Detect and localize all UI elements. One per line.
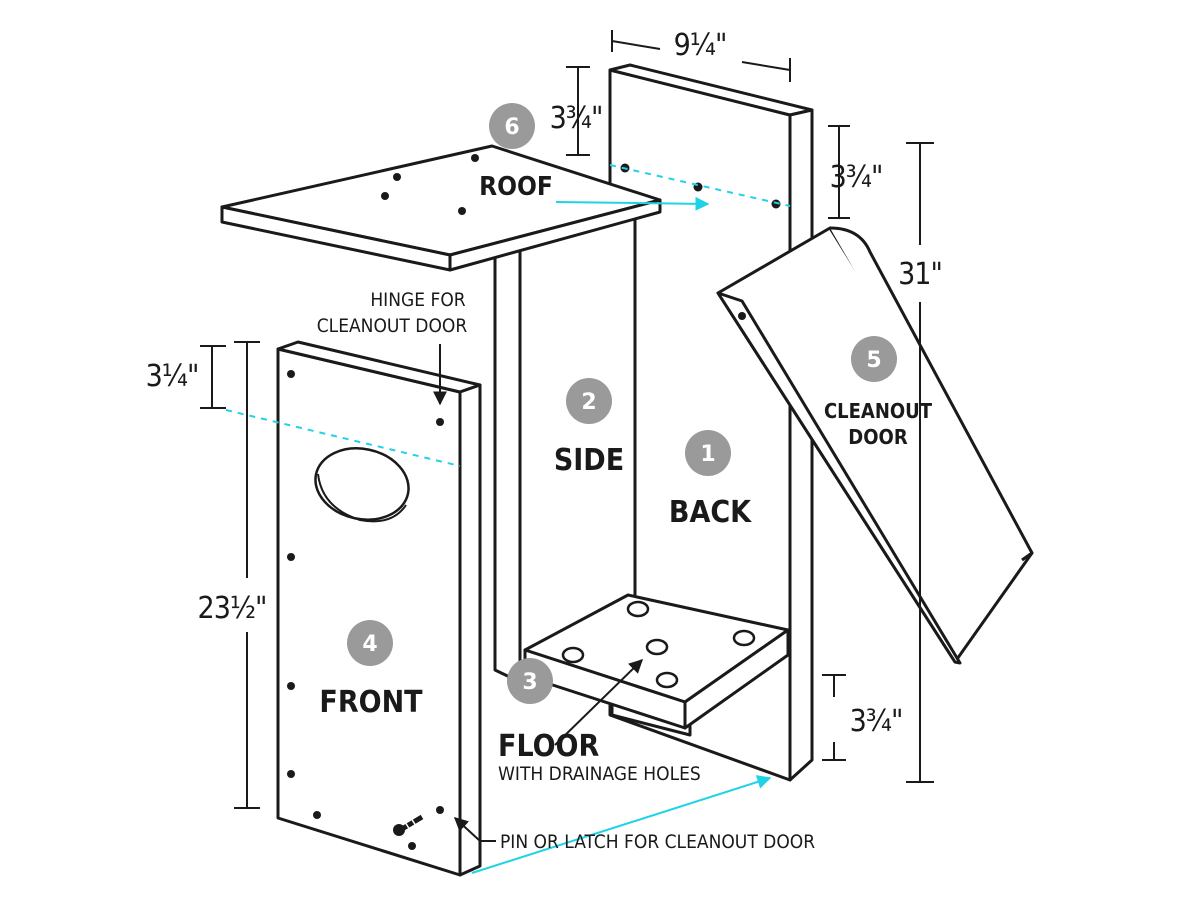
svg-text:HINGE FOR: HINGE FOR — [370, 289, 465, 311]
dimension-floor-gap: 3¾" — [822, 674, 903, 761]
screw-icon — [393, 814, 424, 836]
label-front: FRONT — [319, 685, 423, 720]
label-roof: ROOF — [479, 172, 553, 202]
label-back: BACK — [669, 495, 752, 530]
label-cleanout-line1: CLEANOUT — [824, 399, 933, 423]
svg-text:3: 3 — [522, 670, 537, 695]
svg-text:2: 2 — [581, 390, 596, 415]
svg-text:4: 4 — [362, 632, 377, 657]
dim-roof-offset-label: 3¾" — [550, 101, 603, 136]
svg-text:1: 1 — [700, 442, 715, 467]
dimension-back-width: 9¼" — [611, 28, 791, 82]
dim-floor-gap-label: 3¾" — [850, 704, 903, 739]
badge-front: 4 — [347, 620, 393, 666]
badge-cleanout: 5 — [851, 336, 897, 382]
svg-text:CLEANOUT DOOR: CLEANOUT DOOR — [317, 315, 468, 337]
label-cleanout-line2: DOOR — [848, 425, 908, 449]
svg-text:PIN OR LATCH FOR CLEANOUT DOOR: PIN OR LATCH FOR CLEANOUT DOOR — [500, 831, 815, 853]
roof-panel — [220, 144, 662, 272]
front-panel — [276, 340, 482, 877]
dim-back-height-label: 31" — [898, 257, 942, 292]
badge-side: 2 — [566, 378, 612, 424]
dimension-front-top: 3¼" — [146, 345, 226, 409]
alignment-guides — [225, 164, 791, 874]
dim-front-top-label: 3¼" — [146, 359, 199, 394]
svg-text:6: 6 — [504, 115, 519, 140]
callout-hinge: HINGE FOR CLEANOUT DOOR — [317, 289, 468, 406]
dimension-back-top-gap: 3¾" — [828, 125, 883, 219]
dimension-front-height: 23½" — [198, 341, 267, 809]
badge-back: 1 — [685, 430, 731, 476]
cleanout-door-panel — [716, 226, 1034, 665]
label-side: SIDE — [554, 443, 624, 478]
dim-front-height-label: 23½" — [198, 591, 267, 626]
floor-panel — [523, 593, 790, 737]
dimension-back-height: 31" — [898, 142, 943, 783]
callout-pin-latch: PIN OR LATCH FOR CLEANOUT DOOR — [453, 817, 815, 853]
dim-back-top-gap-label: 3¾" — [830, 160, 883, 195]
badge-roof: 6 — [489, 103, 535, 149]
label-floor-note: WITH DRAINAGE HOLES — [498, 763, 701, 785]
dimension-roof-offset: 3¾" — [550, 66, 603, 156]
svg-text:5: 5 — [866, 348, 881, 373]
dim-back-width-label: 9¼" — [674, 28, 727, 63]
badge-floor: 3 — [507, 658, 553, 704]
callout-floor-arrow — [554, 659, 644, 746]
label-floor: FLOOR — [498, 729, 599, 764]
